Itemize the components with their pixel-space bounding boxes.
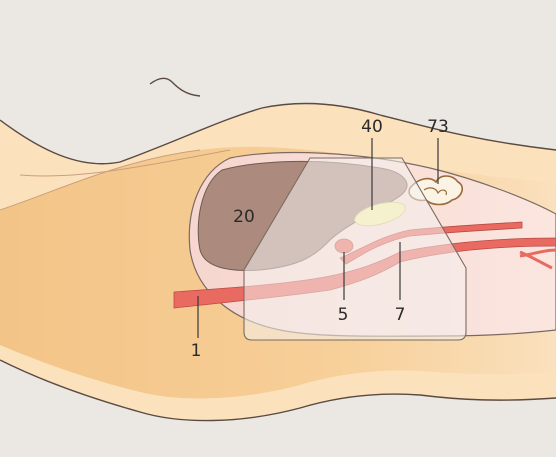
label-1: 1 (191, 341, 202, 361)
label-5: 5 (338, 305, 349, 325)
label-20: 20 (233, 207, 255, 227)
label-73: 73 (427, 117, 449, 137)
label-7: 7 (395, 305, 406, 325)
label-40: 40 (361, 117, 383, 137)
